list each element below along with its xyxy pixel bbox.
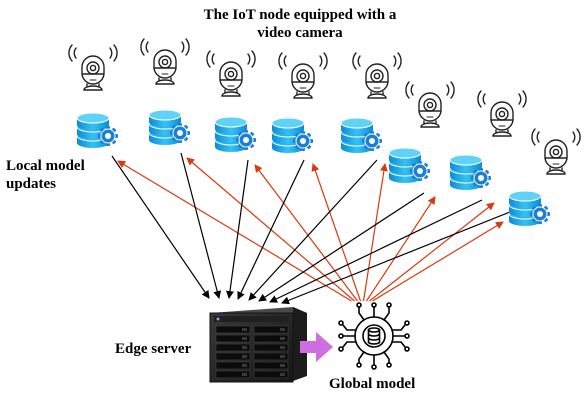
webcam-icon xyxy=(278,52,328,99)
webcam-icon xyxy=(531,128,581,175)
database-gear-icon xyxy=(76,112,118,148)
local-updates-label-line1: Local model xyxy=(6,158,85,174)
iot-node xyxy=(388,81,455,183)
local-update-arrow xyxy=(180,152,222,299)
nas-server-icon xyxy=(209,307,307,383)
global-model-arrow xyxy=(372,221,504,302)
local-update-arrow xyxy=(269,199,483,303)
database-gear-icon xyxy=(271,117,313,153)
ai-chip-icon xyxy=(338,302,410,370)
webcam-icon xyxy=(68,44,118,91)
transfer-arrow xyxy=(300,332,333,362)
database-gear-icon xyxy=(449,154,491,190)
database-gear-icon xyxy=(148,109,190,145)
global-model-arrow xyxy=(369,202,495,302)
global-model-arrow xyxy=(311,163,362,302)
edge-server-label: Edge server xyxy=(115,341,192,357)
iot-node-label: The IoT node equipped with a video camer… xyxy=(150,6,450,42)
global-model-arrow xyxy=(365,196,436,302)
webcam-icon xyxy=(477,90,527,137)
iot-node xyxy=(340,52,402,153)
database-gear-icon xyxy=(388,147,430,183)
local-update-arrow xyxy=(237,159,305,300)
local-update-arrow xyxy=(248,159,378,301)
iot-node xyxy=(206,50,256,152)
iot-nodes xyxy=(68,38,581,226)
webcam-icon xyxy=(206,50,256,97)
global-model-arrow xyxy=(117,160,352,302)
database-gear-icon xyxy=(214,116,256,152)
iot-node xyxy=(140,38,190,145)
local-updates-label-line2: updates xyxy=(6,176,57,192)
webcam-icon xyxy=(405,81,455,128)
iot-node-label-line1: The IoT node equipped with a xyxy=(203,7,397,23)
arrows-layer xyxy=(111,152,511,305)
global-model-arrow xyxy=(362,163,388,302)
iot-node-label-line2: video camera xyxy=(257,25,343,41)
server-drive-bays xyxy=(215,325,289,379)
global-model-arrow xyxy=(254,164,358,302)
webcam-icon xyxy=(352,52,402,99)
local-update-arrow xyxy=(258,192,425,302)
iot-node xyxy=(68,44,118,148)
database-gear-icon xyxy=(340,117,382,153)
iot-node xyxy=(449,90,527,190)
local-update-arrow xyxy=(225,159,249,299)
database-gear-icon xyxy=(508,190,550,226)
local-updates-label: Local model updates xyxy=(6,157,85,193)
iot-node xyxy=(508,128,581,226)
local-update-arrow xyxy=(111,155,210,299)
iot-node xyxy=(271,52,328,153)
global-model-label: Global model xyxy=(329,376,416,392)
local-update-arrow xyxy=(281,211,511,305)
webcam-icon xyxy=(140,38,190,85)
